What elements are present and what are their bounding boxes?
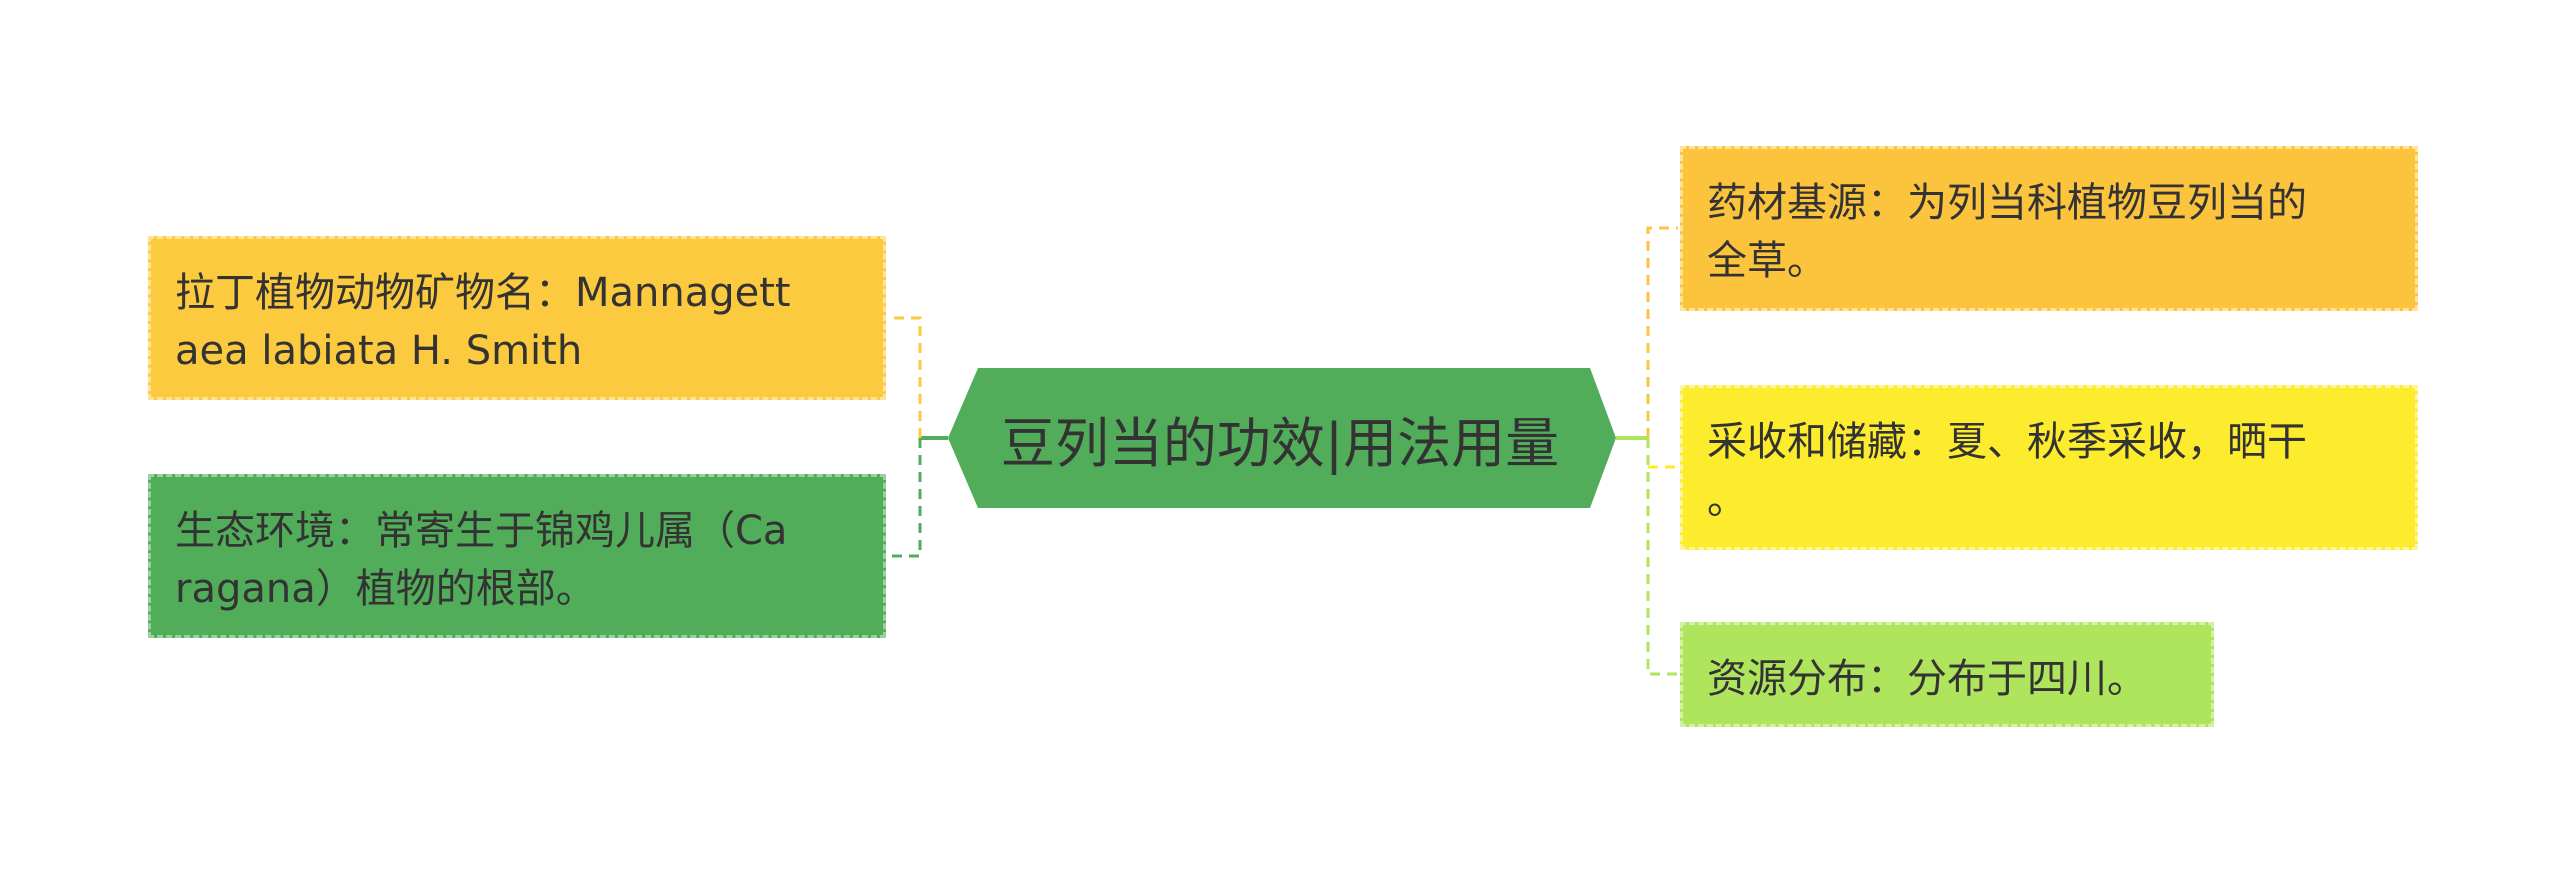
node-harvest-storage[interactable]: 采收和储藏：夏、秋季采收，晒干 。 [1680,385,2418,550]
node-medicinal-source[interactable]: 药材基源：为列当科植物豆列当的 全草。 [1680,146,2418,311]
node-latin-name-line-2: aea labiata H. Smith [175,328,583,374]
center-topic-label[interactable]: 豆列当的功效|用法用量 [1000,411,1560,475]
node-habitat-line-2: ragana）植物的根部。 [175,566,596,612]
node-harvest-storage-line-2: 。 [1707,477,1747,523]
connector-right-source [1646,226,1678,438]
node-habitat[interactable]: 生态环境：常寄生于锦鸡儿属（Ca ragana）植物的根部。 [148,474,886,638]
node-medicinal-source-line-2: 全草。 [1707,238,1827,284]
node-resource-distribution-line-1: 资源分布：分布于四川。 [1707,656,2147,702]
node-medicinal-source-line-1: 药材基源：为列当科植物豆列当的 [1707,180,2307,226]
node-latin-name[interactable]: 拉丁植物动物矿物名：Mannagett aea labiata H. Smith [148,236,886,400]
connector-right-resource [1646,438,1678,676]
node-resource-distribution[interactable]: 资源分布：分布于四川。 [1680,622,2214,727]
center-topic-shape[interactable] [948,368,1616,508]
connector-left-habitat [888,438,922,558]
connector-left-latin [888,316,922,438]
node-habitat-line-1: 生态环境：常寄生于锦鸡儿属（Ca [175,508,788,554]
node-latin-name-line-1: 拉丁植物动物矿物名：Mannagett [175,270,791,316]
node-harvest-storage-line-1: 采收和储藏：夏、秋季采收，晒干 [1707,419,2307,465]
